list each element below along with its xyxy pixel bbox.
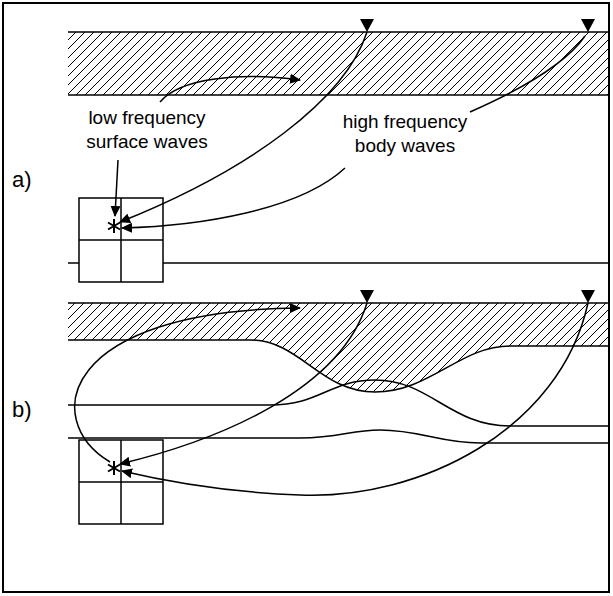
frame <box>3 3 609 592</box>
wave-label: high frequency body waves <box>325 110 485 158</box>
panel-letter: b) <box>12 397 32 423</box>
panel-letter: a) <box>12 167 32 193</box>
panel-a <box>68 19 609 282</box>
wave-label: low frequency surface waves <box>72 106 222 154</box>
panel-b <box>68 290 609 524</box>
